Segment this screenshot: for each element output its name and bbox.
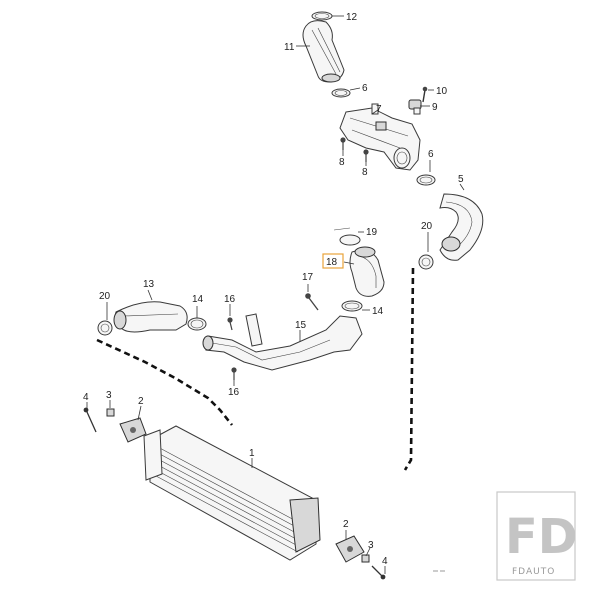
callout-13: 13 [143,279,155,290]
callout-16-upper: 16 [224,294,236,305]
callout-18: 18 [326,257,338,268]
highlight-box-18 [322,253,344,269]
callout-10: 10 [436,86,448,97]
callout-7: 7 [376,104,382,115]
part-13-left-hose [113,301,188,333]
callout-4-lower: 4 [382,556,388,567]
callout-6-upper: 6 [362,83,368,94]
callout-4-upper: 4 [83,392,89,403]
part-1-intercooler [143,425,321,561]
callout-1: 1 [249,448,255,459]
callout-2-lower: 2 [343,519,349,530]
callout-8-b: 8 [362,167,368,178]
part-2-bracket-lower [335,535,365,563]
part-16-bolt-upper [227,317,233,331]
part-10-screw [422,86,428,103]
fdauto-watermark-logo: FD FDAUTO [496,491,578,581]
leader-lines [86,15,465,574]
part-5-right-hose [439,193,484,261]
part-17-bolt [305,293,319,311]
callout-6-lower: 6 [428,149,434,160]
part-16-bolt-lower [231,367,237,380]
routing-line-right [403,267,415,471]
part-8-bolt-b [363,149,369,162]
callout-12: 12 [346,12,358,23]
part-11-upper-hose [302,20,345,83]
part-3-nut-upper [106,408,115,417]
part-7-air-pipe-assembly [339,103,421,171]
callout-14-left: 14 [192,294,204,305]
part-9-sensor [408,99,422,115]
part-6-clamp-lower [416,174,436,186]
callout-19: 19 [366,227,378,238]
part-20-o-ring-right [418,254,434,270]
part-4-bolt-lower [371,565,386,580]
part-3-nut-lower [361,554,370,563]
callout-5: 5 [458,174,464,185]
part-14-clamp-left [187,317,207,331]
part-14-clamp-right [341,300,363,312]
part-19-gasket [333,227,361,246]
callout-8-a: 8 [339,157,345,168]
part-20-o-ring-left [97,320,113,336]
watermark-brand-text: FDAUTO [512,567,555,577]
callout-15: 15 [295,320,307,331]
part-12-clamp [311,11,333,21]
watermark-logo-text: FD [505,509,578,565]
routing-line-left [96,338,234,426]
part-8-bolt-a [340,137,346,150]
part-4-bolt-upper [83,407,97,433]
callout-16-lower: 16 [228,387,240,398]
callout-3-lower: 3 [368,540,374,551]
callout-3-upper: 3 [106,390,112,401]
callout-9: 9 [432,102,438,113]
callout-2-upper: 2 [138,396,144,407]
part-6-clamp-upper [331,88,351,98]
part-2-bracket-upper [119,417,147,443]
part-18-elbow-hose [349,246,385,297]
callout-11: 11 [284,42,295,53]
callout-14-right: 14 [372,306,384,317]
callout-20-right: 20 [421,221,433,232]
callout-20-left: 20 [99,291,111,302]
part-15-metal-tube [202,313,363,371]
callout-17: 17 [302,272,314,283]
